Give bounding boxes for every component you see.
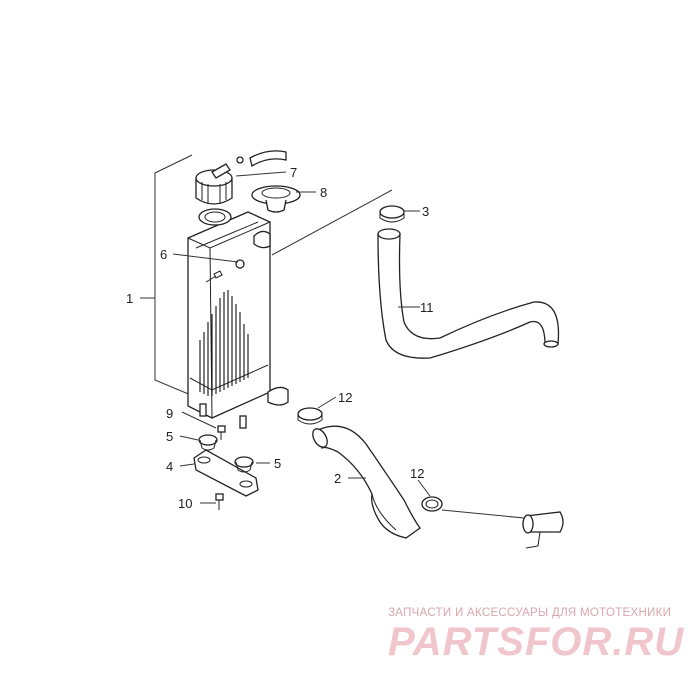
leader-lines [140, 171, 525, 519]
callout-1: 1 [126, 291, 133, 306]
hose-fitting [522, 511, 564, 549]
pressure-cap [251, 185, 301, 213]
hose-clamp-mid [297, 407, 323, 425]
hose-clamp-bottom [421, 496, 443, 512]
grommet-left [198, 434, 218, 451]
callout-11: 11 [420, 300, 434, 315]
callout-12-lower: 12 [410, 466, 424, 481]
callout-9: 9 [166, 406, 173, 421]
callout-12-upper: 12 [338, 390, 352, 405]
callout-5-right: 5 [274, 456, 281, 471]
callout-2: 2 [334, 471, 341, 486]
grommet-right [234, 456, 254, 473]
radiator-core [199, 290, 249, 396]
hose-clamp-top [379, 205, 405, 223]
watermark-caption: ЗАПЧАСТИ И АКСЕССУАРЫ ДЛЯ МОТОТЕХНИКИ [388, 607, 672, 619]
watermark-logo: PARTSFOR.RU [388, 620, 685, 664]
mounting-bracket [193, 449, 259, 497]
callout-4: 4 [166, 459, 173, 474]
lower-hose [312, 425, 421, 539]
callout-6: 6 [160, 247, 167, 262]
radiator [187, 208, 289, 429]
upper-hose [377, 228, 560, 359]
radiator-cap-with-tube [195, 150, 287, 205]
callout-7: 7 [290, 165, 297, 180]
bolt-9 [217, 425, 226, 440]
callout-8: 8 [320, 185, 327, 200]
callout-10: 10 [178, 496, 192, 511]
callout-3: 3 [422, 204, 429, 219]
callout-5-left: 5 [166, 429, 173, 444]
bolt-10 [215, 493, 224, 510]
